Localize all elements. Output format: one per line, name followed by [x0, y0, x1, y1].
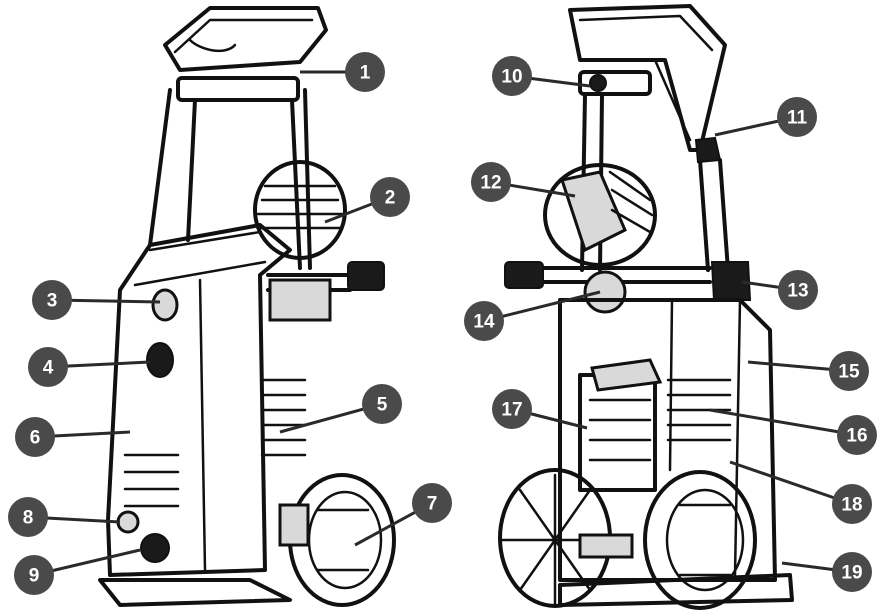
callout-badge — [832, 484, 872, 524]
callout-number: 3 — [47, 291, 58, 312]
left-frame — [148, 88, 312, 270]
callout-badge — [492, 56, 532, 96]
callout-badge — [345, 52, 385, 92]
callout-12: 12 — [471, 162, 576, 202]
callout-badge — [412, 483, 452, 523]
callout-4: 4 — [28, 347, 151, 387]
callout-8: 8 — [8, 497, 121, 537]
left-hose-coil — [260, 378, 307, 457]
callout-number: 7 — [427, 494, 438, 515]
right-tank — [578, 373, 657, 492]
left-base — [98, 578, 292, 607]
callout-number: 17 — [501, 400, 522, 421]
right-wheel-right — [643, 470, 757, 610]
callout-number: 13 — [787, 281, 808, 302]
callout-leader-line — [709, 408, 858, 437]
callout-5: 5 — [279, 384, 402, 434]
right-hose-coil — [666, 378, 732, 442]
callout-badge — [8, 497, 48, 537]
callout-badge — [464, 301, 504, 341]
callout-number: 2 — [385, 188, 396, 209]
callout-number: 15 — [838, 362, 860, 383]
left-hose-reel — [253, 160, 347, 260]
callout-1: 1 — [300, 52, 385, 92]
left-carry-handle — [163, 6, 328, 72]
left-vents — [123, 453, 180, 508]
left-body — [106, 223, 292, 577]
callout-13: 13 — [741, 270, 818, 310]
right-carry-handle — [568, 4, 727, 152]
right-handle-crossbar — [578, 70, 652, 96]
callout-11: 11 — [714, 97, 817, 137]
callout-badge — [837, 415, 877, 455]
callout-14: 14 — [464, 290, 601, 341]
callout-badge — [15, 417, 55, 457]
callout-leader-line — [729, 460, 853, 506]
callout-2: 2 — [324, 177, 410, 224]
front-view-unit — [98, 6, 396, 607]
left-handle-crossbar — [176, 76, 300, 102]
rear-view-unit — [498, 4, 794, 610]
callout-number: 12 — [480, 173, 501, 194]
callout-badge — [492, 389, 532, 429]
callout-number: 18 — [841, 495, 862, 516]
callout-16: 16 — [709, 408, 877, 455]
callout-badge — [14, 555, 54, 595]
callout-6: 6 — [15, 417, 131, 457]
callout-number: 19 — [841, 563, 862, 584]
callout-badge — [777, 97, 817, 137]
callout-number: 10 — [501, 67, 522, 88]
callout-9: 9 — [14, 548, 141, 595]
left-outlet — [116, 510, 140, 534]
callout-19: 19 — [781, 552, 872, 592]
callout-number: 1 — [360, 63, 371, 84]
right-hose-reel — [543, 163, 657, 267]
callout-17: 17 — [492, 389, 588, 430]
callout-number: 9 — [29, 566, 40, 587]
callout-number: 11 — [787, 108, 808, 129]
callout-number: 5 — [377, 395, 388, 416]
left-inlet — [140, 533, 170, 563]
callout-badge — [471, 162, 511, 202]
callout-number: 8 — [23, 508, 34, 529]
left-switch-upper — [151, 288, 179, 322]
callout-18: 18 — [729, 460, 872, 524]
callout-badge — [778, 270, 818, 310]
right-base — [558, 573, 794, 607]
callout-15: 15 — [747, 351, 869, 391]
callout-badge — [28, 347, 68, 387]
left-switch-lower — [146, 342, 174, 378]
callout-number: 14 — [473, 312, 495, 333]
callout-badge — [832, 552, 872, 592]
callout-7: 7 — [354, 483, 452, 547]
callout-badge — [370, 177, 410, 217]
callout-10: 10 — [492, 56, 591, 96]
right-lance — [538, 266, 712, 284]
callout-number: 16 — [846, 426, 867, 447]
callout-badge — [829, 351, 869, 391]
callout-3: 3 — [32, 280, 161, 320]
callout-badge — [32, 280, 72, 320]
callout-number: 6 — [30, 428, 41, 449]
callout-badge — [362, 384, 402, 424]
callout-number: 4 — [43, 358, 54, 379]
